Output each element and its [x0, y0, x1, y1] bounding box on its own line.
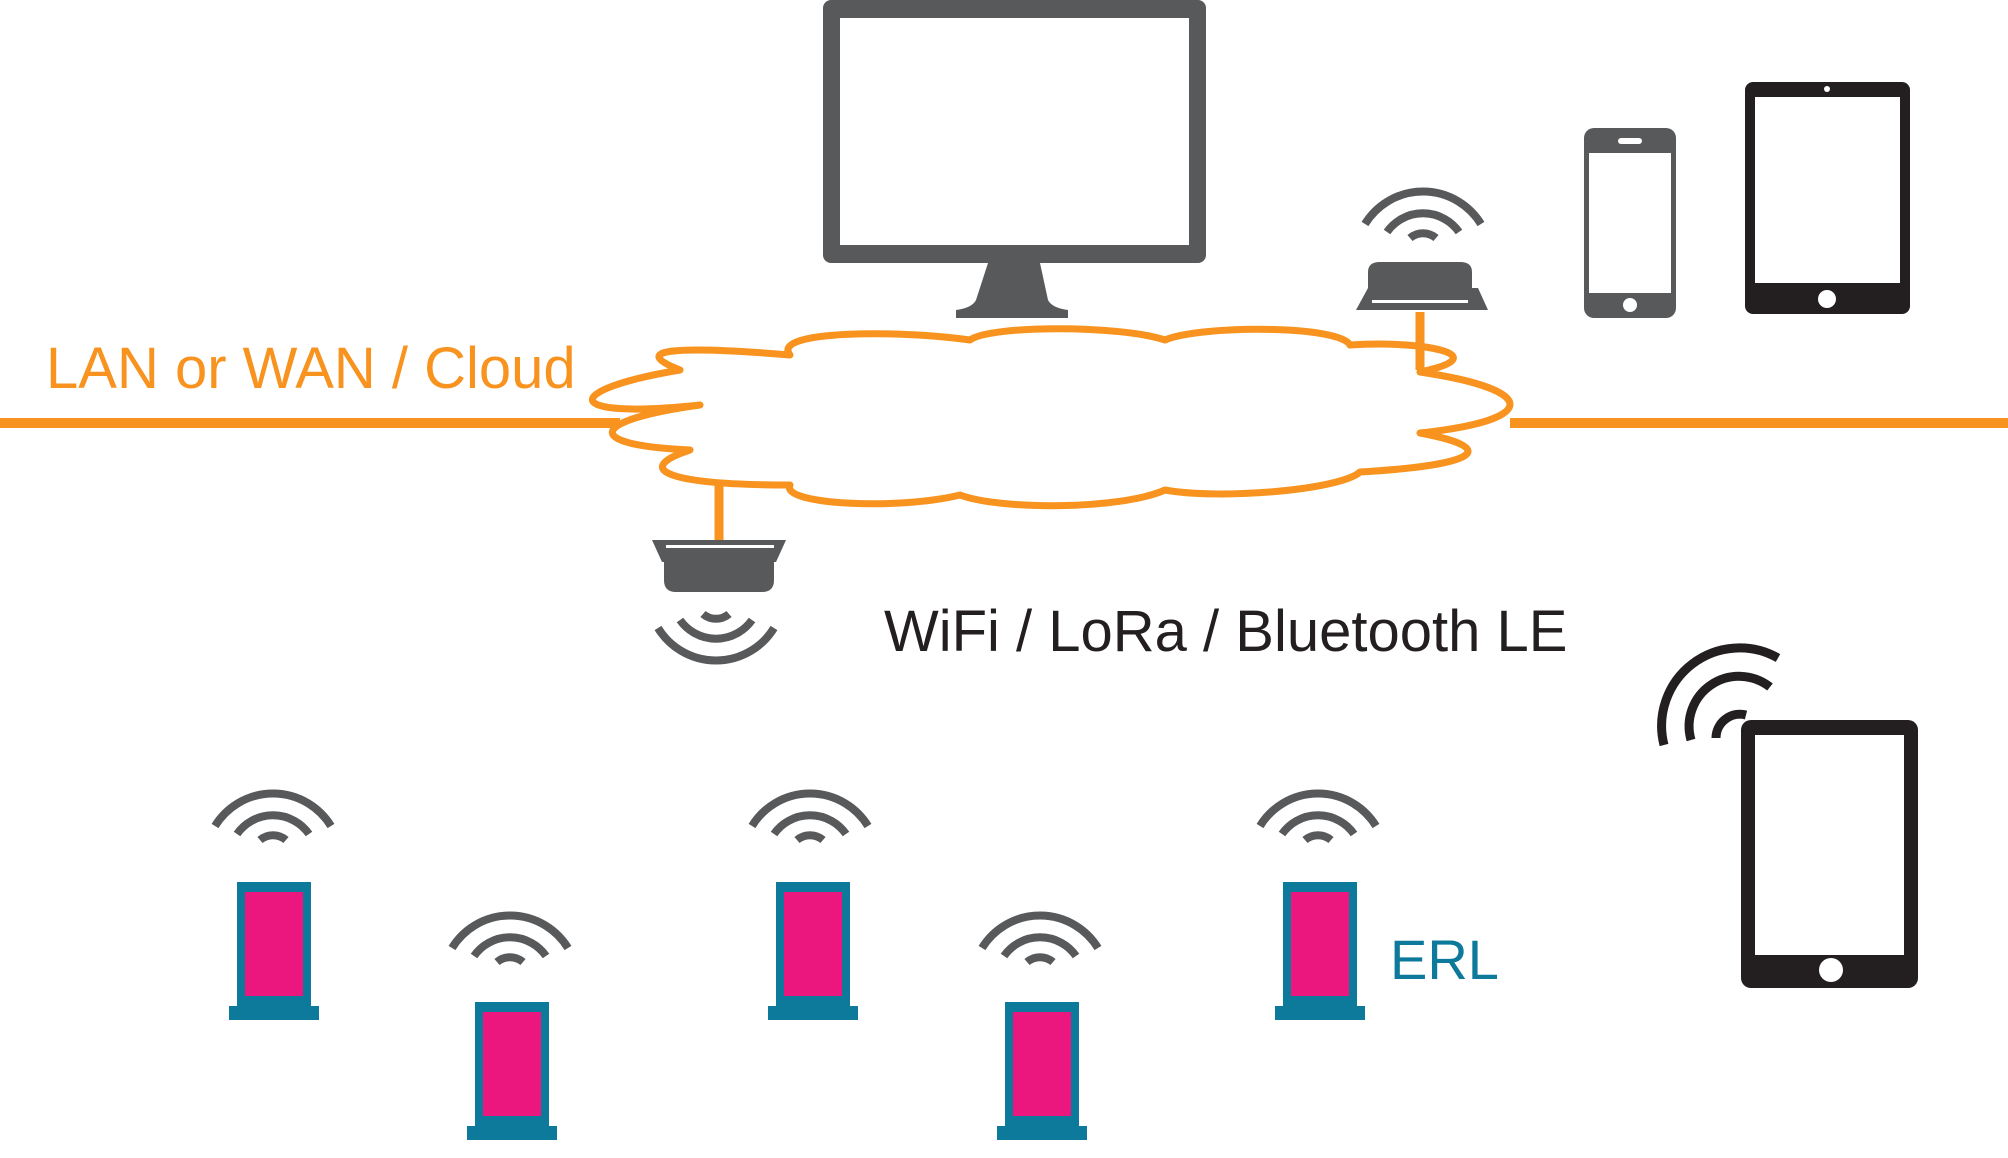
tablet-icon-right: [1741, 720, 1918, 988]
electronic-retail-label-icon-4: [997, 1002, 1087, 1140]
network-label: LAN or WAN / Cloud: [46, 336, 576, 401]
erl-label: ERL: [1390, 928, 1499, 991]
wifi-signal-icon-erl-5: [1260, 793, 1376, 840]
wifi-signal-icon-tablet: [1657, 643, 1781, 747]
electronic-retail-label-icon-2: [467, 1002, 557, 1140]
wireless-protocols-label: WiFi / LoRa / Bluetooth LE: [884, 599, 1568, 664]
wifi-signal-icon-gateway-top: [1365, 191, 1481, 238]
tablet-icon-top: [1745, 82, 1910, 314]
wifi-signal-icon-erl-1: [215, 793, 331, 840]
wifi-signal-icon-gateway-bottom: [658, 614, 774, 661]
electronic-retail-label-icon-1: [229, 882, 319, 1020]
smartphone-icon: [1584, 128, 1676, 318]
cloud-icon: [589, 325, 1514, 510]
wifi-signal-icon-erl-3: [752, 793, 868, 840]
gateway-icon-top: [1356, 262, 1488, 310]
wifi-signal-icon-erl-4: [982, 915, 1098, 962]
gateway-icon-bottom: [652, 540, 786, 592]
wifi-signal-icon-erl-2: [452, 915, 568, 962]
electronic-retail-label-icon-3: [768, 882, 858, 1020]
electronic-retail-label-icon-5: [1275, 882, 1365, 1020]
monitor-icon: [823, 0, 1206, 318]
